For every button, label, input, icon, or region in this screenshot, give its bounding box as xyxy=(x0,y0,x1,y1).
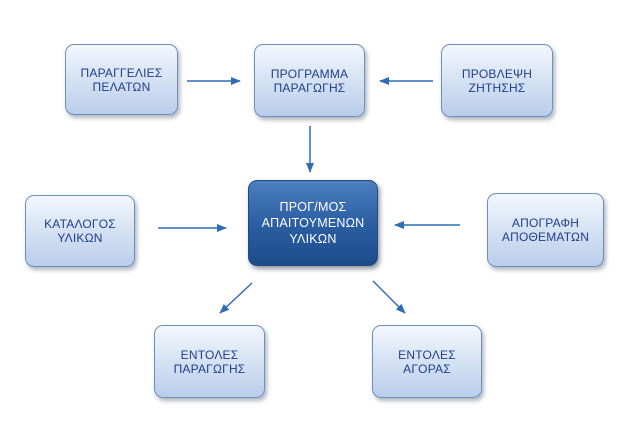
node-center-line-1: ΠΡΟΓ/ΜΟΣ xyxy=(279,200,347,214)
node-demand-forecast-line-1: ΠΡΟΒΛΕΨΗ xyxy=(461,66,533,81)
node-production-program-line-2: ΠΑΡΑΓΩΓΗΣ xyxy=(273,80,346,95)
arrow-center-to-purchase-orders xyxy=(372,280,406,314)
node-customer-orders-line-2: ΠΕΛΑΤΩΝ xyxy=(92,79,151,94)
node-material-catalog: ΚΑΤΑΛΟΓΟΣ ΥΛΙΚΩΝ xyxy=(25,195,135,267)
node-production-orders: ΕΝΤΟΛΕΣ ΠΑΡΑΓΩΓΗΣ xyxy=(154,325,265,398)
node-production-orders-line-1: ΕΝΤΟΛΕΣ xyxy=(180,347,239,362)
node-center-line-3: ΥΛΙΚΩΝ xyxy=(289,232,337,246)
arrow-center-to-production-orders xyxy=(219,282,253,314)
node-material-requirements-planning: ΠΡΟΓ/ΜΟΣ ΑΠΑΙΤΟΥΜΕΝΩΝ ΥΛΙΚΩΝ xyxy=(248,180,378,266)
node-demand-forecast-line-2: ΖΗΤΗΣΗΣ xyxy=(468,80,526,95)
node-production-program: ΠΡΟΓΡΑΜΜΑ ΠΑΡΑΓΩΓΗΣ xyxy=(254,44,365,117)
node-material-catalog-line-1: ΚΑΤΑΛΟΓΟΣ xyxy=(44,217,116,231)
node-material-catalog-line-2: ΥΛΙΚΩΝ xyxy=(57,231,103,245)
node-inventory-stock-line-2: ΑΠΟΘΕΜΑΤΩΝ xyxy=(501,230,590,244)
node-production-program-line-1: ΠΡΟΓΡΑΜΜΑ xyxy=(270,66,349,81)
node-purchase-orders-line-1: ΕΝΤΟΛΕΣ xyxy=(398,347,456,362)
node-purchase-orders-line-2: ΑΓΟΡΑΣ xyxy=(403,361,451,376)
node-production-orders-line-2: ΠΑΡΑΓΩΓΗΣ xyxy=(173,361,246,376)
node-customer-orders: ΠΑΡΑΓΓΕΛΙΕΣ ΠΕΛΑΤΩΝ xyxy=(65,44,178,115)
node-customer-orders-line-1: ΠΑΡΑΓΓΕΛΙΕΣ xyxy=(80,65,163,80)
node-demand-forecast: ΠΡΟΒΛΕΨΗ ΖΗΤΗΣΗΣ xyxy=(441,44,553,117)
node-purchase-orders: ΕΝΤΟΛΕΣ ΑΓΟΡΑΣ xyxy=(372,325,482,398)
node-inventory-stock-line-1: ΑΠΟΓΡΑΦΗ xyxy=(511,216,580,230)
node-center-line-2: ΑΠΑΙΤΟΥΜΕΝΩΝ xyxy=(261,216,365,230)
node-inventory-stock: ΑΠΟΓΡΑΦΗ ΑΠΟΘΕΜΑΤΩΝ xyxy=(487,193,604,267)
